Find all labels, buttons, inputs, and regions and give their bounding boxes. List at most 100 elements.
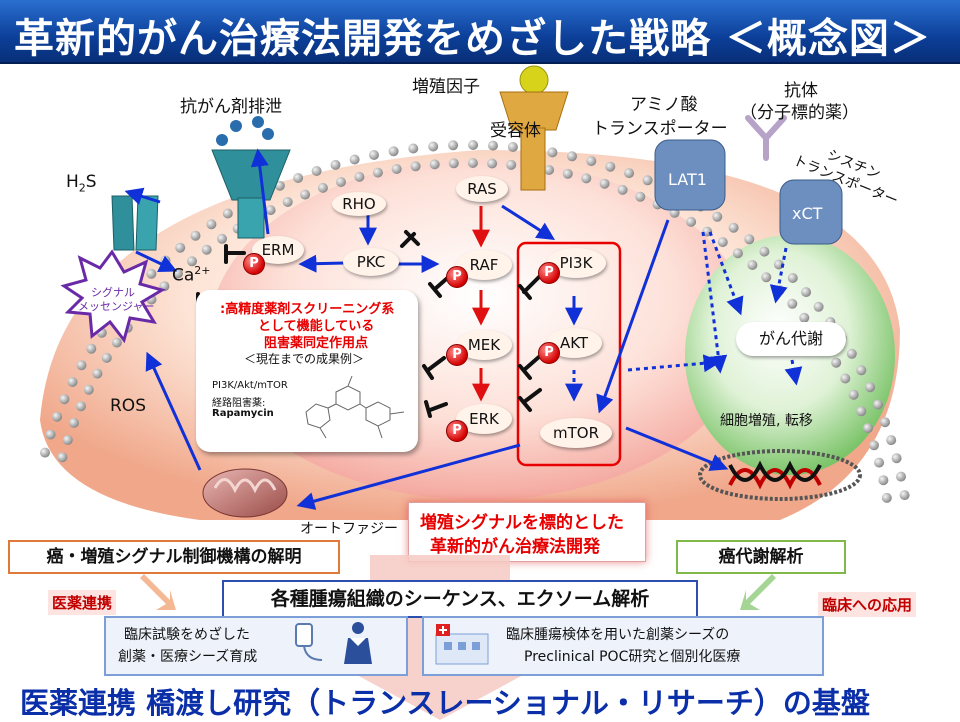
membrane-bead [388, 146, 399, 157]
membrane-bead [59, 394, 70, 405]
membrane-bead [873, 399, 883, 410]
membrane-bead [52, 411, 63, 422]
foundation-title: 医薬連携 橋渡し研究（トランスレーショナル・リサーチ）の基盤 [20, 686, 870, 720]
phospho-pi3k: P [538, 262, 560, 284]
membrane-bead [293, 173, 304, 183]
center-goal-line1: 増殖シグナルを標的とした [420, 513, 624, 533]
drug-pathway-line2: 経路阻害薬: [212, 398, 266, 409]
membrane-bead [507, 142, 518, 152]
membrane-bead [732, 248, 743, 259]
membrane-bead [369, 150, 379, 160]
node-mtor: mTOR [540, 418, 612, 448]
phospho-mek: P [446, 344, 468, 366]
membrane-bead [581, 173, 592, 184]
anticancer-efflux-label: 抗がん剤排泄 [180, 97, 282, 117]
phospho-raf: P [446, 266, 468, 288]
inhibition-marks [196, 230, 542, 418]
membrane-bead [146, 268, 157, 279]
membrane-bead [354, 171, 365, 182]
node-ras: RAS [456, 176, 508, 202]
membrane-bead [899, 490, 910, 501]
receptor-label: 受容体 [490, 121, 541, 141]
pharma-collab-label: 医薬連携 [48, 590, 117, 615]
membrane-bead [349, 154, 360, 165]
phospho-erk: P [446, 420, 468, 442]
membrane-bead [187, 256, 197, 267]
membrane-bead [62, 435, 73, 445]
growth-factor-label: 増殖因子 [412, 77, 480, 97]
screening-line3: 阻害薬同定作用点 [264, 336, 369, 351]
h2s-channel [111, 195, 159, 251]
xct-label: xCT [792, 204, 823, 223]
hospital-icon [435, 624, 489, 665]
membrane-bead [747, 260, 758, 270]
membrane-bead [880, 417, 890, 428]
clinical-trial-icon [295, 622, 372, 664]
membrane-bead [874, 457, 885, 468]
membrane-bead [488, 140, 498, 151]
membrane-bead [92, 368, 103, 379]
membrane-bead [265, 205, 276, 216]
membrane-bead [506, 159, 517, 170]
membrane-bead [744, 234, 755, 245]
title-bar [0, 0, 960, 64]
membrane-bead [881, 492, 892, 503]
node-rho: RHO [332, 192, 386, 216]
membrane-bead [586, 156, 597, 167]
transporter-label: トランスポーター [592, 119, 728, 139]
node-mek: MEK [456, 330, 512, 360]
membrane-bead [761, 272, 772, 283]
membrane-bead [487, 158, 498, 169]
drug-name: Rapamycin [212, 408, 274, 419]
membrane-bead [840, 373, 851, 384]
center-goal-line2: 革新的がん治療法開発 [430, 537, 600, 557]
metabolism-analysis-box: 癌代謝解析 [676, 540, 846, 574]
dna-helix [698, 449, 862, 501]
phospho-akt: P [538, 342, 560, 364]
membrane-bead [599, 178, 610, 189]
membrane-bead [562, 168, 573, 179]
membrane-bead [869, 440, 879, 451]
membrane-bead [712, 211, 723, 222]
membrane-bead [799, 312, 810, 323]
membrane-bead [605, 161, 616, 172]
signal-messenger-label: シグナルメッセンジャー [78, 286, 155, 313]
membrane-bead [111, 337, 122, 348]
membrane-bead [448, 158, 459, 169]
antibody-shape [745, 115, 787, 161]
membrane-bead [831, 357, 842, 368]
cancer-metabolism-pill: がん代謝 [736, 322, 846, 356]
rapamycin-structure [305, 375, 405, 439]
xct-transporter [779, 179, 843, 245]
screening-line4: ＜現在までの成果例＞ [244, 352, 365, 366]
phospho-erm: P [243, 253, 265, 275]
screening-line2: として機能している [258, 319, 375, 334]
membrane-bead [69, 417, 79, 428]
growth-factor-receptor [499, 65, 569, 191]
node-pkc: PKC [343, 248, 399, 276]
sequence-box: 各種腫瘍組織のシーケンス、エクソーム解析 [222, 580, 698, 618]
membrane-bead [410, 161, 421, 172]
clinical-research-line2: Preclinical POC研究と個別化医療 [524, 649, 741, 665]
mitochondria [202, 468, 288, 518]
drug-dev-line1: 臨床試験をめざした [124, 627, 250, 643]
dotted-arrows [565, 231, 803, 402]
membrane-bead [468, 140, 479, 150]
membrane-bead [300, 189, 311, 200]
membrane-bead [865, 382, 876, 393]
clinical-application-label: 臨床への応用 [818, 592, 917, 617]
lat1-label: LAT1 [668, 170, 707, 189]
membrane-bead [311, 166, 322, 176]
autophagy-label: オートファジー [300, 521, 398, 537]
molecular-target-drug-label: （分子標的薬） [740, 103, 859, 123]
membrane-bead [878, 475, 889, 486]
membrane-bead [330, 159, 341, 170]
right-double-arrow [740, 574, 776, 610]
center-goal-box [408, 502, 646, 562]
membrane-bead [813, 301, 824, 312]
membrane-bead [567, 151, 577, 162]
drug-dev-line2: 創薬・医療シーズ育成 [118, 649, 258, 665]
membrane-bead [635, 191, 646, 202]
membrane-bead [448, 140, 459, 151]
membrane-bead [408, 143, 419, 154]
